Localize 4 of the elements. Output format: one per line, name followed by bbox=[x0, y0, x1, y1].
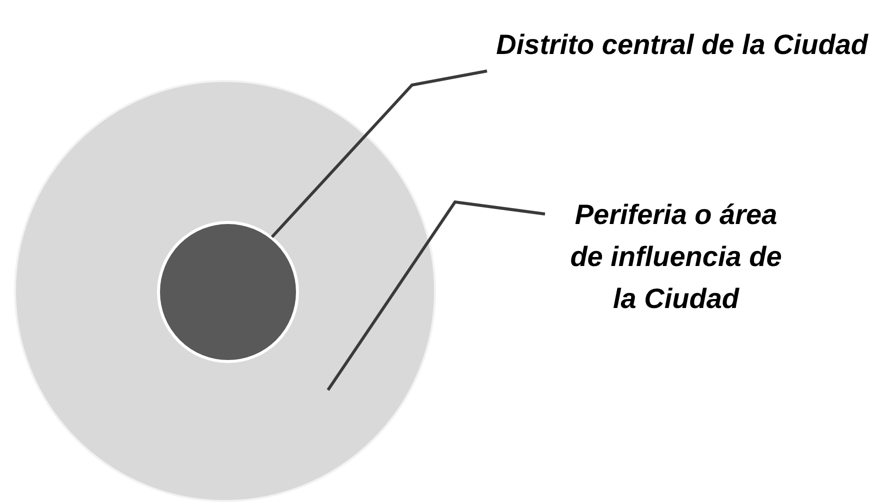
leader-line bbox=[270, 70, 488, 238]
callout-text: Periferia o área de influencia de la Ciudad bbox=[530, 196, 792, 322]
leader-line bbox=[326, 200, 546, 391]
callout-text: Distrito central de la Ciudad bbox=[368, 24, 868, 66]
